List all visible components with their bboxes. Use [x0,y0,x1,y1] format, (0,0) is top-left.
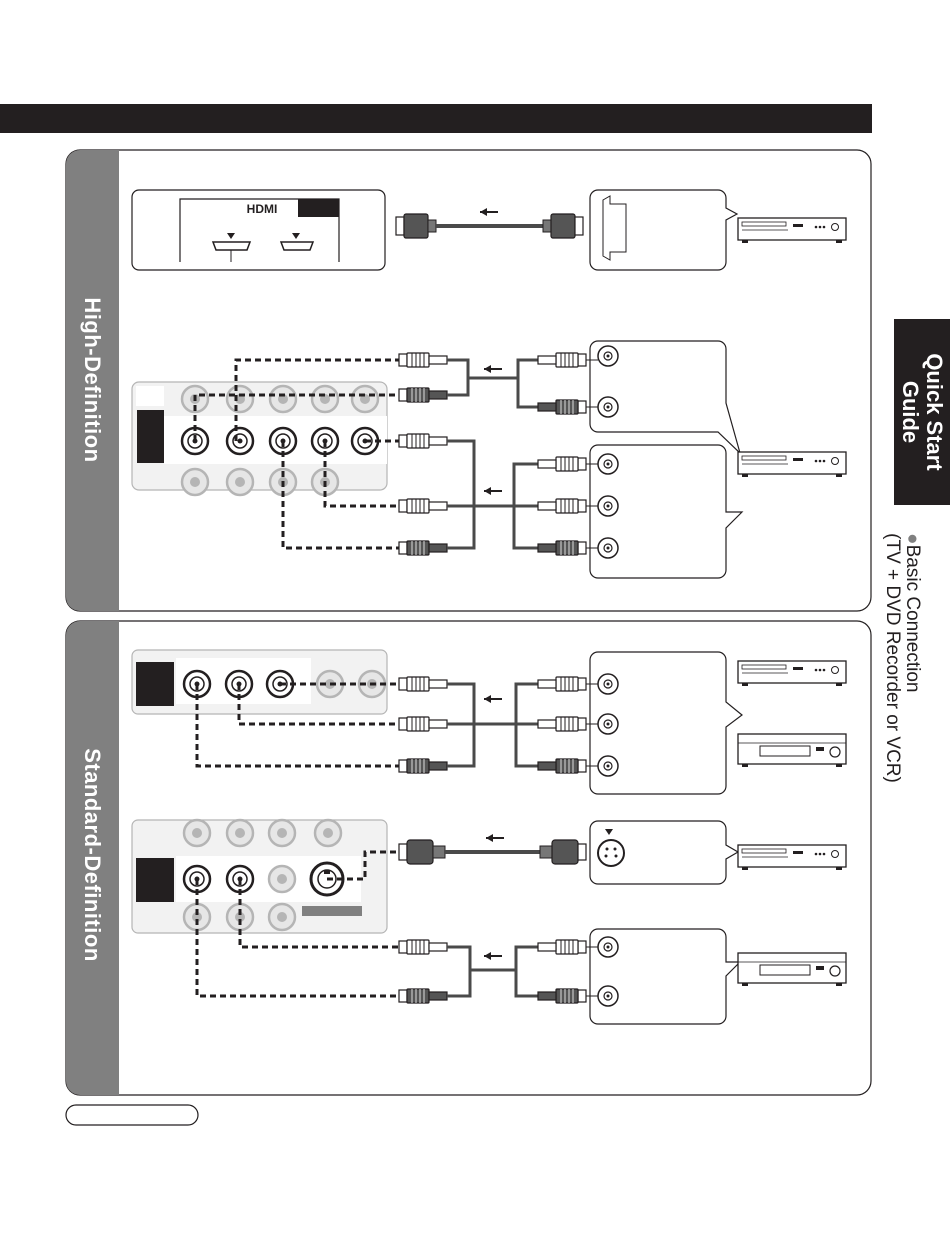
vcr-icon [738,953,846,986]
header-bar [0,104,872,133]
dvd-recorder-icon [738,218,846,243]
tab-line-2: Guide [898,353,922,470]
bullet-icon: ● [902,533,923,544]
standard-definition-section [66,621,871,1095]
caption-line-1: Basic Connection [902,545,923,693]
dvd-recorder-icon [738,452,846,477]
hdmi-logo: HDMI [247,202,278,216]
high-definition-label: High-Definition [79,297,105,462]
caption-line-2: (TV + DVD Recorder or VCR) [882,533,902,783]
basic-connection-caption: ●Basic Connection (TV + DVD Recorder or … [882,533,922,783]
quick-start-guide-label: Quick Start Guide [898,353,946,470]
tab-line-1: Quick Start [922,353,946,470]
footer-pill [66,1105,198,1125]
standard-definition-label: Standard-Definition [79,748,105,962]
dvd-recorder-icon [738,845,846,870]
dvd-recorder-icon [738,661,846,686]
high-definition-section: HDMI [66,150,871,611]
vcr-icon [738,734,846,767]
